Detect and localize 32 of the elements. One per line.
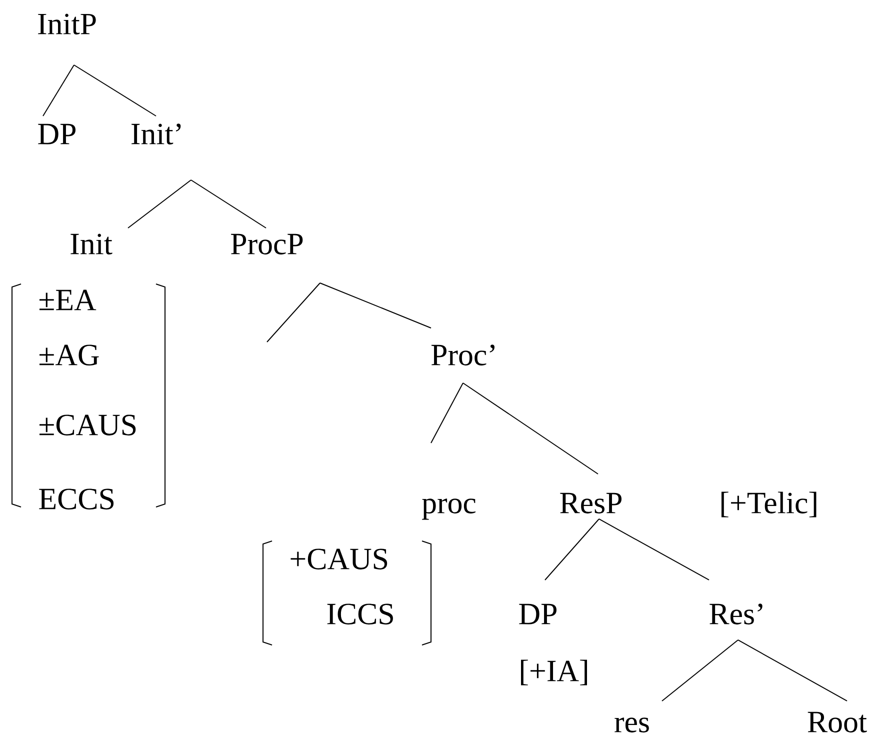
tree-label: Proc’ (431, 344, 494, 366)
feature-label: ±AG (40, 344, 99, 366)
branch-line (320, 282, 432, 328)
branch-line (42, 64, 74, 116)
tree-label: DP (519, 604, 556, 624)
tree-label: proc (422, 498, 476, 520)
tree-label: ResP (560, 492, 622, 514)
branch-line (266, 282, 320, 342)
branch-line (738, 640, 848, 702)
tree-label: InitP (38, 14, 96, 34)
branch-line (598, 518, 710, 580)
branch-line (430, 382, 464, 444)
feature-label: [+Telic] (722, 492, 816, 518)
tree-label: DP (38, 124, 76, 144)
tree-label: res (614, 718, 649, 732)
feature-label: ECCS (39, 488, 114, 510)
tree-label: Init’ (132, 124, 181, 144)
branch-line (462, 382, 598, 474)
feature-label: ICCS (327, 604, 393, 624)
tree-label: ProcP (231, 234, 303, 254)
branch-line (662, 640, 738, 702)
feature-label: ±EA (40, 290, 96, 310)
feature-label: +CAUS (290, 548, 388, 570)
tree-label: Res’ (710, 604, 762, 624)
branch-line (128, 180, 192, 228)
feature-label: ±CAUS (40, 414, 136, 436)
tree-label: Root (808, 712, 867, 732)
tree-label: Init (70, 234, 112, 254)
branch-line (74, 64, 156, 116)
branch-line (190, 180, 266, 228)
branch-line (544, 518, 600, 580)
feature-label: [+IA] (521, 660, 587, 686)
